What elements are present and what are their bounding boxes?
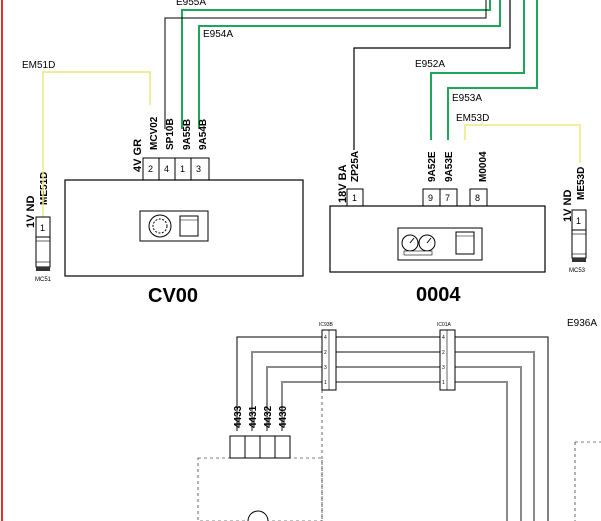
bottom-harness-wires	[236, 330, 601, 521]
cv00-wire-label-4: 9A54B	[198, 119, 209, 150]
unit-0004-wire-label-4: M0004	[478, 151, 489, 182]
cv00-pin-3: 1	[180, 164, 185, 174]
bottom-connector: 4433 4431 4432 4430	[197, 405, 323, 521]
bottom-wire-label-2: 4431	[248, 405, 259, 428]
cv00-wire-label-3: 9A55B	[182, 119, 193, 150]
unit-0004-module: 18V BA ZP25A 9A52E 9A53E M0004 1 9 7 8 0…	[329, 151, 546, 306]
wire-e955a	[181, 0, 491, 129]
label-e953a: E953A	[452, 93, 482, 104]
cv00-pin-1: 2	[148, 164, 153, 174]
unit-0004-pin-9: 9	[428, 193, 433, 203]
bottom-wire-label-4: 4430	[278, 405, 289, 428]
splice-ic01a-pin-3: 3	[442, 365, 445, 371]
mc53-connector-spec: 1V ND	[562, 190, 574, 222]
cv00-module-icon	[139, 210, 209, 242]
unit-0004-wire-label-1: ZP25A	[350, 151, 361, 182]
unit-0004-wire-label-3: 9A53E	[444, 151, 455, 182]
cv00-pin-4: 3	[196, 164, 201, 174]
label-em51d: EM51D	[22, 60, 55, 71]
label-e952a: E952A	[415, 59, 445, 70]
cv00-connector: 2 4 1 3	[142, 157, 210, 181]
unit-0004-connector: 1 9 7 8	[346, 188, 488, 207]
splice-ic93b: IC93B 4 2 3 1	[319, 322, 337, 391]
wire-zp25a	[353, 0, 511, 150]
mc51-label: MC51	[35, 277, 52, 283]
cv00-module: 4V GR MCV02 SP10B 9A55B 9A54B 2 4 1 3 CV…	[64, 116, 304, 307]
splice-ic93b-pin-3: 3	[324, 365, 327, 371]
unit-0004-connector-spec: 18V BA	[337, 164, 349, 203]
mc53-label: MC53	[569, 268, 586, 274]
bottom-module-icon	[247, 510, 269, 521]
unit-0004-pin-1: 1	[352, 193, 357, 203]
splice-ic93b-pin-2: 2	[324, 350, 327, 356]
splice-ic93b-pin-1: 4	[324, 335, 327, 341]
instrument-cluster-icon	[397, 227, 483, 261]
mc51-wire-label: ME51D	[39, 172, 50, 205]
splice-ic01a-pin-1: 4	[442, 335, 445, 341]
cv00-connector-spec: 4V GR	[132, 139, 144, 172]
label-e955a: E955A	[176, 0, 206, 8]
cv00-pin-2: 4	[164, 164, 169, 174]
unit-0004-pin-7: 7	[445, 193, 450, 203]
wire-em51d	[42, 71, 151, 163]
wire-e953a	[447, 0, 538, 140]
wire-e952a	[430, 0, 525, 140]
wire-em53d	[464, 124, 581, 163]
cv00-title: CV00	[148, 285, 198, 307]
label-e936a: E936A	[567, 318, 597, 329]
mc53-connector: 1V ND ME53D 1 MC53	[562, 167, 587, 274]
unit-0004-pin-8: 8	[475, 193, 480, 203]
splice-ic01a-label: IC01A	[437, 322, 452, 328]
mc51-connector-spec: 1V ND	[25, 196, 37, 228]
splice-ic93b-label: IC93B	[319, 322, 334, 328]
mc53-wire-label: ME53D	[576, 167, 587, 200]
splice-ic01a: IC01A 4 2 3 1	[437, 322, 456, 391]
bottom-wire-label-3: 4432	[263, 405, 274, 428]
mc51-pin: 1	[40, 223, 45, 233]
top-wires	[42, 0, 581, 163]
label-e954a: E954A	[203, 29, 233, 40]
bottom-wire-label-1: 4433	[233, 405, 244, 428]
wire-e954a	[198, 0, 501, 129]
cv00-wire-label-1: MCV02	[149, 116, 160, 150]
splice-ic01a-pin-4: 1	[442, 380, 445, 386]
splice-ic93b-pin-4: 1	[324, 380, 327, 386]
wire-top-black-1	[164, 0, 487, 129]
mc51-connector: 1V ND ME51D 1 MC51	[25, 163, 52, 283]
splice-ic01a-pin-2: 2	[442, 350, 445, 356]
label-em53d: EM53D	[456, 113, 489, 124]
cv00-wire-label-2: SP10B	[165, 118, 176, 150]
unit-0004-wire-label-2: 9A52E	[427, 151, 438, 182]
mc53-pin: 1	[576, 216, 581, 226]
unit-0004-title: 0004	[416, 284, 461, 306]
